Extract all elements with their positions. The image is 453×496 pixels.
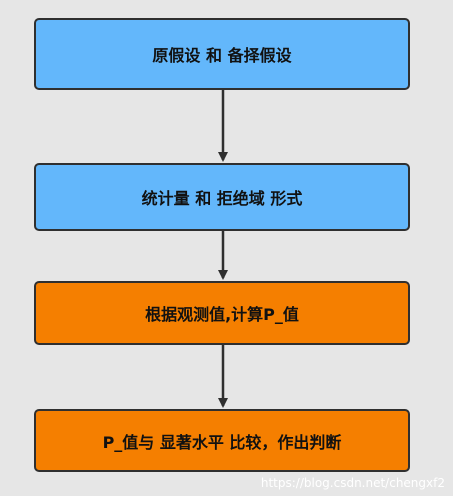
node-hypotheses: 原假设 和 备择假设 <box>34 18 410 90</box>
node-compare-and-decide: P_值与 显著水平 比较，作出判断 <box>34 409 410 472</box>
node-statistic-rejection-region: 统计量 和 拒绝域 形式 <box>34 163 410 231</box>
node-compare-and-decide-label: P_值与 显著水平 比较，作出判断 <box>102 432 342 452</box>
node-compute-p-value: 根据观测值,计算P_值 <box>34 281 410 345</box>
node-hypotheses-label: 原假设 和 备择假设 <box>152 46 292 65</box>
watermark: https://blog.csdn.net/chengxf2 <box>260 476 445 490</box>
node-compute-p-value-label: 根据观测值,计算P_值 <box>145 305 299 324</box>
node-statistic-rejection-region-label: 统计量 和 拒绝域 形式 <box>141 189 303 208</box>
